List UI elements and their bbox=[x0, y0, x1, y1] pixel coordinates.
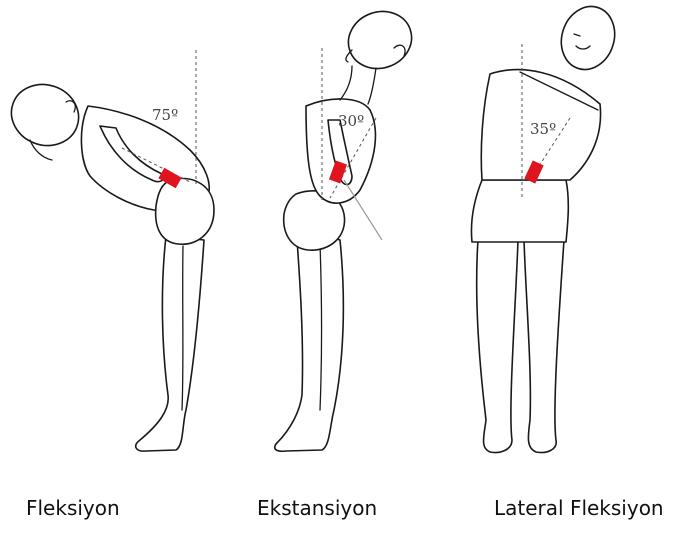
caption-extension: Ekstansiyon bbox=[257, 492, 377, 524]
angle-label: 75º bbox=[152, 106, 178, 124]
angle-label: 30º bbox=[338, 112, 364, 130]
backward-bend-figure-icon bbox=[275, 3, 420, 452]
angle-label: 35º bbox=[530, 120, 556, 138]
figure-extension: 30º bbox=[275, 3, 420, 452]
forward-bend-figure-icon bbox=[3, 50, 214, 451]
side-bend-figure-icon bbox=[471, 0, 622, 453]
caption-flexion: Fleksiyon bbox=[26, 492, 120, 524]
figure-flexion: 75º bbox=[3, 50, 214, 451]
figure-lateral-flexion: 35º bbox=[471, 0, 622, 453]
caption-lateral-flexion: Lateral Fleksiyon bbox=[494, 492, 664, 524]
